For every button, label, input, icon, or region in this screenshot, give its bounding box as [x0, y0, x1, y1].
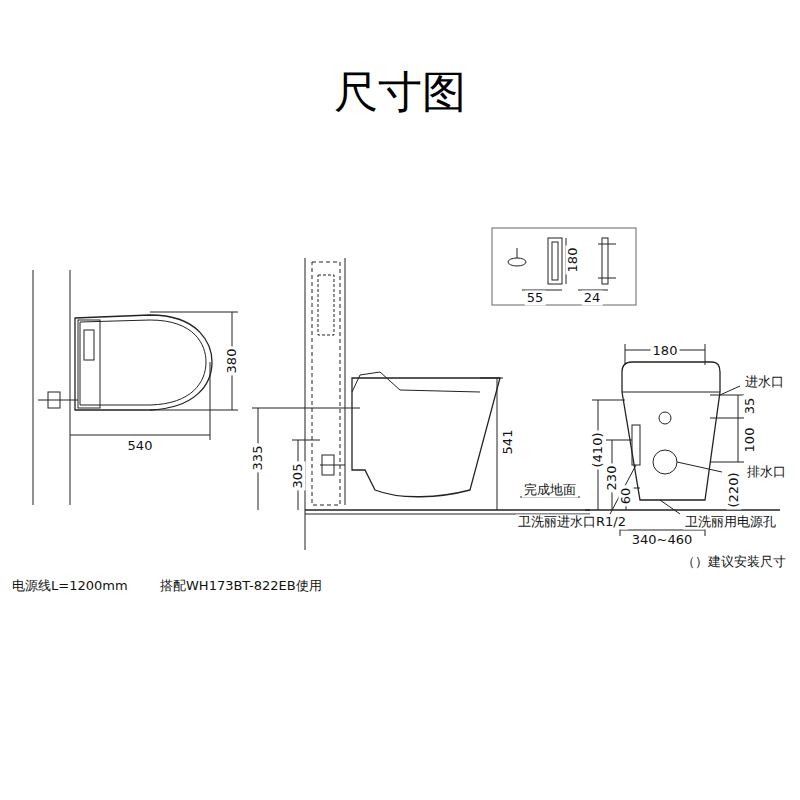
dimension: 60 — [619, 486, 634, 507]
model-note: 搭配WH173BT-822EB使用 — [158, 579, 324, 594]
page-title: 尺寸图 — [334, 68, 466, 116]
dimension: (220) — [727, 471, 742, 510]
dimension: 335 — [251, 444, 266, 473]
dimension: 35 — [743, 396, 758, 417]
dimension: 230 — [605, 464, 620, 493]
inlet-note: 卫洗丽进水口R1/2 — [516, 515, 628, 530]
dimension: 541 — [501, 428, 516, 457]
dimension: 180 — [566, 246, 581, 275]
dimension: (410) — [591, 431, 606, 470]
power-note: 卫洗丽用电源孔 — [683, 515, 778, 530]
inlet-label: 进水口 — [743, 375, 786, 390]
dimension: 100 — [743, 426, 758, 455]
cable-note: 电源线L=1200mm — [10, 579, 130, 594]
dimension: 540 — [126, 439, 155, 454]
dimension: 55 — [525, 291, 546, 306]
dimension: 24 — [582, 291, 603, 306]
legend-note: （）建议安装尺寸 — [680, 555, 788, 570]
dimension: 180 — [651, 344, 680, 359]
dimension: 340~460 — [630, 533, 695, 548]
dimension: 380 — [225, 347, 240, 376]
drain-label: 排水口 — [745, 465, 788, 480]
floor-label: 完成地面 — [522, 483, 578, 498]
dimension: 305 — [291, 462, 306, 491]
